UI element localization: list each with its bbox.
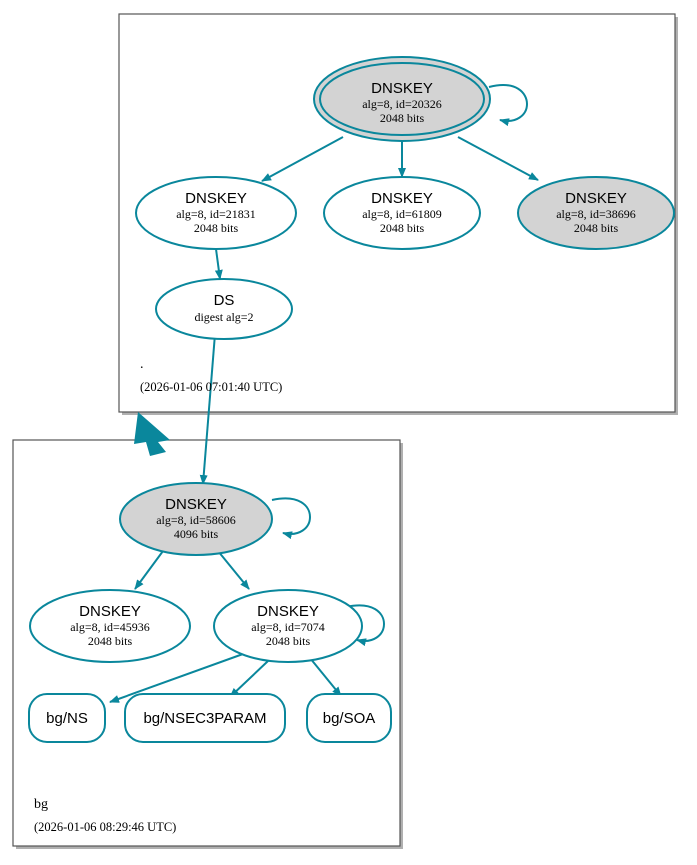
node-rrset-bg-soa-label: bg/SOA (323, 710, 376, 727)
node-dnskey-61809-bits: 2048 bits (380, 221, 425, 235)
node-dnskey-45936-title: DNSKEY (79, 603, 141, 620)
node-dnskey-7074-alg: alg=8, id=7074 (251, 620, 325, 634)
edge-ksk20326-self (488, 84, 529, 127)
zone-label-root-timestamp: (2026-01-06 07:01:40 UTC) (140, 380, 282, 394)
node-rrset-bg-nsec3param[interactable]: bg/NSEC3PARAM (124, 693, 286, 743)
node-dnskey-61809[interactable]: DNSKEY alg=8, id=61809 2048 bits (323, 176, 481, 250)
edge-zsk7074-to-rr-nsec3param (229, 660, 269, 698)
node-dnskey-58606-alg: alg=8, id=58606 (156, 513, 236, 527)
node-dnskey-21831-title: DNSKEY (185, 190, 247, 207)
edge-ksk58606-self (271, 497, 312, 540)
node-dnskey-58606-bits: 4096 bits (174, 527, 219, 541)
node-dnskey-7074[interactable]: DNSKEY alg=8, id=7074 2048 bits (213, 589, 363, 663)
node-dnskey-45936-alg: alg=8, id=45936 (70, 620, 150, 634)
zone-label-root-name: . (140, 357, 144, 372)
node-ds-digest: digest alg=2 (194, 310, 253, 324)
node-dnskey-20326-title: DNSKEY (371, 80, 433, 97)
edge-zone-delegation (134, 412, 170, 456)
node-dnskey-58606-title: DNSKEY (165, 496, 227, 513)
node-dnskey-58606[interactable]: DNSKEY alg=8, id=58606 4096 bits (119, 482, 273, 556)
node-dnskey-45936[interactable]: DNSKEY alg=8, id=45936 2048 bits (29, 589, 191, 663)
edge-ksk58606-to-zsk7074 (217, 550, 250, 590)
node-rrset-bg-soa[interactable]: bg/SOA (306, 693, 392, 743)
node-dnskey-61809-title: DNSKEY (371, 190, 433, 207)
node-dnskey-21831[interactable]: DNSKEY alg=8, id=21831 2048 bits (135, 176, 297, 250)
node-rrset-bg-nsec3param-label: bg/NSEC3PARAM (143, 710, 266, 727)
edge-zsk7074-self (345, 604, 386, 647)
node-dnskey-7074-title: DNSKEY (257, 603, 319, 620)
node-ds-title: DS (214, 292, 235, 309)
node-dnskey-21831-bits: 2048 bits (194, 221, 239, 235)
node-dnskey-20326[interactable]: DNSKEY alg=8, id=20326 2048 bits (313, 56, 491, 142)
edge-zsk21831-to-ds (214, 248, 223, 280)
edge-zsk7074-to-rr-ns (109, 653, 244, 703)
node-dnskey-38696[interactable]: DNSKEY alg=8, id=38696 2048 bits (517, 176, 675, 250)
edge-ds-to-ksk58606 (199, 333, 216, 485)
node-dnskey-45936-bits: 2048 bits (88, 634, 133, 648)
node-dnskey-7074-bits: 2048 bits (266, 634, 311, 648)
node-dnskey-38696-alg: alg=8, id=38696 (556, 207, 636, 221)
node-dnskey-38696-title: DNSKEY (565, 190, 627, 207)
edge-ksk58606-to-zsk45936 (134, 550, 164, 590)
edge-zsk7074-to-rr-soa (309, 657, 342, 697)
zone-label-bg-timestamp: (2026-01-06 08:29:46 UTC) (34, 820, 176, 834)
node-ds-digest-alg-2[interactable]: DS digest alg=2 (155, 278, 293, 340)
edge-ksk20326-to-zsk38696 (457, 136, 539, 181)
node-dnskey-20326-alg: alg=8, id=20326 (362, 97, 442, 111)
node-dnskey-38696-bits: 2048 bits (574, 221, 619, 235)
node-dnskey-20326-bits: 2048 bits (380, 111, 425, 125)
node-dnskey-61809-alg: alg=8, id=61809 (362, 207, 442, 221)
edge-ksk20326-to-zsk21831 (261, 136, 344, 182)
zone-label-bg-name: bg (34, 797, 48, 812)
node-rrset-bg-ns[interactable]: bg/NS (28, 693, 106, 743)
node-rrset-bg-ns-label: bg/NS (46, 710, 88, 727)
node-dnskey-21831-alg: alg=8, id=21831 (176, 207, 256, 221)
